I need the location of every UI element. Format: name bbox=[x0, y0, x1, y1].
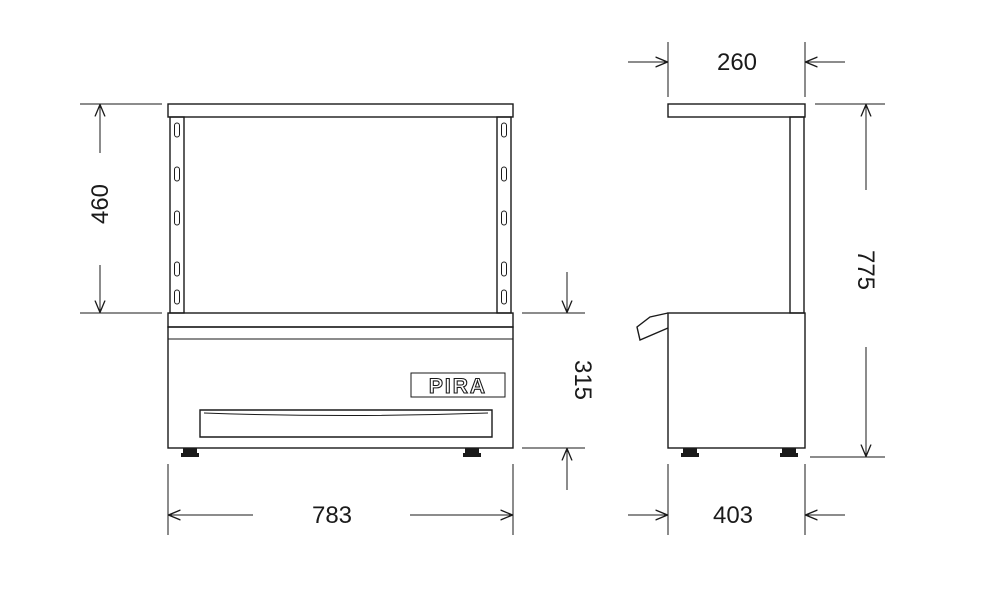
side-foot-rear-base bbox=[780, 453, 798, 457]
side-front-ledge bbox=[636, 312, 669, 341]
dim-front-upper-height: 460 bbox=[80, 103, 162, 314]
side-foot-front-base bbox=[681, 453, 699, 457]
dim-403-label: 403 bbox=[713, 502, 753, 529]
front-foot-left bbox=[183, 448, 197, 453]
front-drawer bbox=[199, 409, 493, 438]
pira-logo: PIRA bbox=[410, 372, 506, 399]
side-cabinet bbox=[667, 312, 806, 449]
dim-side-total-height: 775 bbox=[810, 103, 885, 458]
front-counter-top bbox=[167, 312, 514, 328]
front-post-slots bbox=[174, 122, 507, 305]
front-foot-left-base bbox=[181, 453, 199, 457]
front-foot-right bbox=[465, 448, 479, 453]
dim-783-label: 783 bbox=[312, 502, 352, 529]
front-view: PIRA bbox=[167, 103, 514, 457]
dim-front-base-height: 315 bbox=[522, 272, 596, 490]
dim-460-label: 460 bbox=[87, 184, 114, 224]
dim-side-base-depth: 403 bbox=[628, 464, 845, 535]
side-foot-front bbox=[683, 448, 697, 453]
side-top-shelf bbox=[667, 103, 806, 118]
logo-text: PIRA bbox=[429, 375, 487, 398]
dim-775-label: 775 bbox=[852, 250, 879, 290]
side-foot-rear bbox=[782, 448, 796, 453]
side-view bbox=[636, 103, 806, 457]
front-cabinet bbox=[167, 326, 514, 449]
front-left-post bbox=[169, 116, 185, 314]
side-rear-post bbox=[789, 116, 805, 314]
dim-315-label: 315 bbox=[569, 360, 596, 400]
front-top-shelf bbox=[167, 103, 514, 118]
dim-front-width: 783 bbox=[167, 464, 514, 535]
front-right-post bbox=[496, 116, 512, 314]
drawer-handle bbox=[203, 412, 489, 416]
front-foot-right-base bbox=[463, 453, 481, 457]
dim-side-top-depth: 260 bbox=[628, 42, 845, 97]
dim-260-label: 260 bbox=[717, 49, 757, 76]
